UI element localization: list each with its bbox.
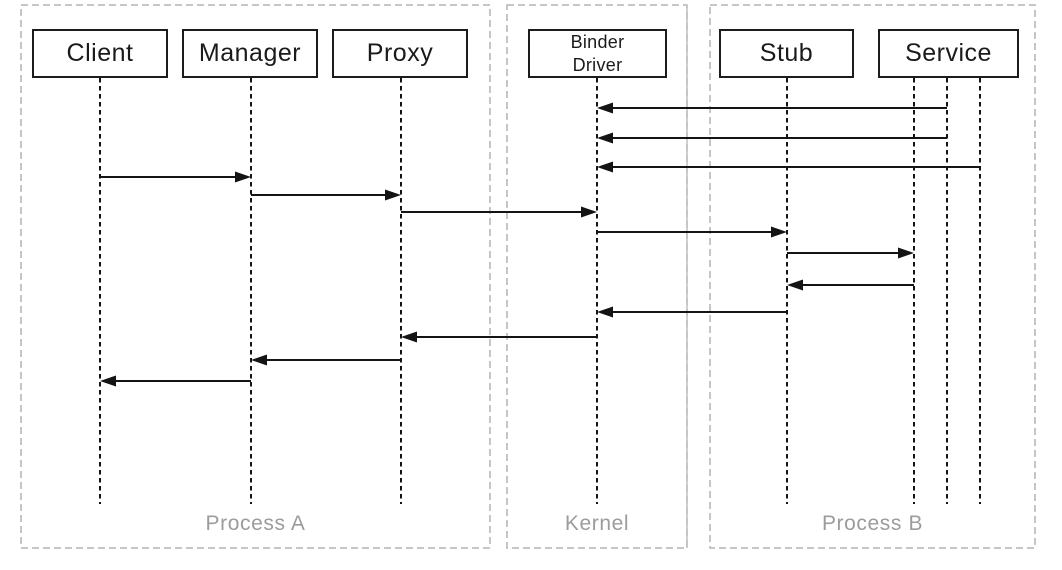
actor-box-stub: Stub: [719, 29, 854, 78]
actor-box-proxy: Proxy: [332, 29, 468, 78]
actor-label-manager: Manager: [198, 38, 302, 67]
region-label-process-a: Process A: [205, 512, 306, 535]
actor-label-stub: Stub: [759, 38, 814, 67]
actor-label-client: Client: [66, 38, 134, 67]
actor-box-binder-driver: Binder Driver: [528, 29, 667, 78]
actor-box-client: Client: [32, 29, 168, 78]
actor-label-proxy: Proxy: [366, 38, 434, 67]
actor-label-service: Service: [905, 38, 992, 67]
region-label-process-b: Process B: [821, 512, 924, 535]
actor-box-manager: Manager: [182, 29, 318, 78]
actor-label-binder-driver: Binder Driver: [570, 32, 625, 75]
actor-box-service: Service: [878, 29, 1019, 78]
region-label-kernel: Kernel: [564, 512, 630, 535]
